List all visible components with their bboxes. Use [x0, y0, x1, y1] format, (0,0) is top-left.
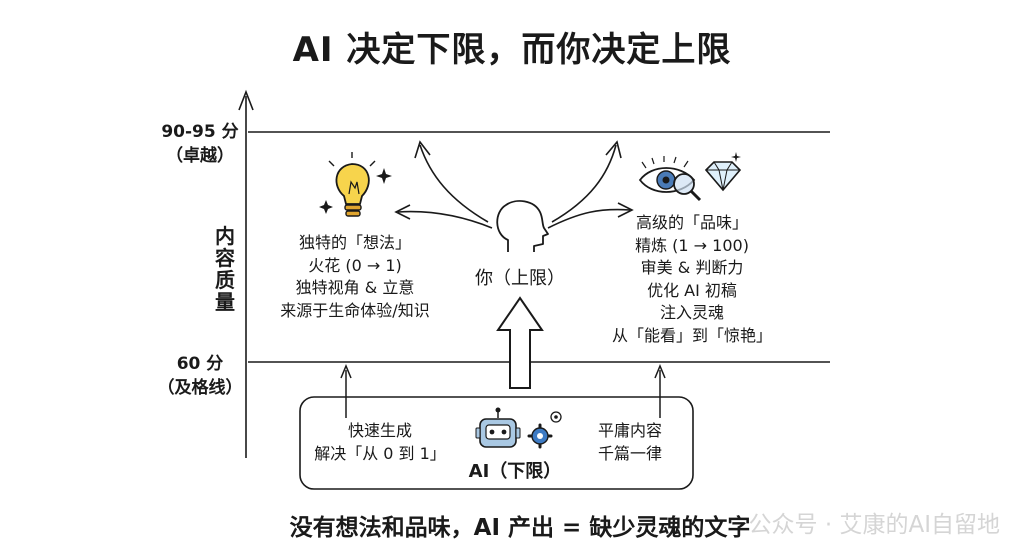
taste-line: 注入灵魂 [659, 303, 724, 322]
ai-right-text: 平庸内容 千篇一律 [575, 420, 685, 465]
quality-axis [238, 89, 254, 458]
axis-label-char: 质 [215, 268, 235, 292]
top-level-label: 90-95 分 （卓越） [140, 120, 260, 168]
taste-text: 高级的「品味」 精炼 (1 → 100) 审美 & 判断力 优化 AI 初稿 注… [592, 212, 792, 347]
big-up-arrow [496, 296, 544, 389]
taste-line: 审美 & 判断力 [640, 258, 744, 277]
watermark: 公众号 · 艾康的AI自留地 [748, 512, 1000, 538]
ideas-line: 来源于生命体验/知识 [280, 300, 430, 320]
curved-arrow-to-ideas [394, 140, 493, 229]
bottom-level-label: 60 分 （及格线） [140, 352, 260, 400]
eye-diamond-icon [638, 152, 742, 202]
top-level-score: 90-95 分 [161, 122, 239, 142]
lightbulb-icon [319, 152, 392, 217]
ai-right-line: 平庸内容 [597, 421, 662, 440]
ai-box [299, 396, 694, 490]
ai-left-line: 解决「从 0 到 1」 [314, 443, 446, 463]
axis-label: 内 容 质 量 [210, 225, 240, 313]
ai-left-text: 快速生成 解决「从 0 到 1」 [300, 420, 460, 465]
bottom-level-score: 60 分 [176, 354, 224, 374]
taste-line: 高级的「品味」 [635, 213, 748, 232]
bottom-level-desc: （及格线） [157, 378, 243, 398]
axis-label-char: 内 [215, 224, 235, 248]
robot-gear-icon [475, 407, 562, 449]
ideas-line: 火花 (0 → 1) [308, 255, 402, 275]
human-head-icon [496, 200, 549, 252]
ideas-line: 独特视角 & 立意 [295, 278, 415, 297]
right-small-arrow [654, 364, 666, 418]
ai-label: AI（下限） [468, 461, 562, 482]
taste-line: 从「能看」到「惊艳」 [611, 325, 772, 345]
ideas-line: 独特的「想法」 [298, 233, 411, 252]
ideas-text: 独特的「想法」 火花 (0 → 1) 独特视角 & 立意 来源于生命体验/知识 [260, 232, 450, 322]
ai-left-line: 快速生成 [347, 421, 412, 440]
page-title: AI 决定下限，而你决定上限 [292, 30, 732, 70]
taste-line: 优化 AI 初稿 [647, 280, 737, 300]
axis-label-char: 量 [215, 290, 235, 314]
left-small-arrow [340, 364, 352, 418]
footer-caption: 没有想法和品味，AI 产出 = 缺少灵魂的文字 [289, 515, 751, 541]
you-label: 你（上限） [475, 268, 565, 289]
taste-line: 精炼 (1 → 100) [635, 235, 749, 255]
curved-arrow-to-taste [547, 140, 634, 229]
top-level-desc: （卓越） [166, 146, 234, 166]
axis-label-char: 容 [215, 246, 235, 270]
ai-right-line: 千篇一律 [597, 443, 662, 463]
